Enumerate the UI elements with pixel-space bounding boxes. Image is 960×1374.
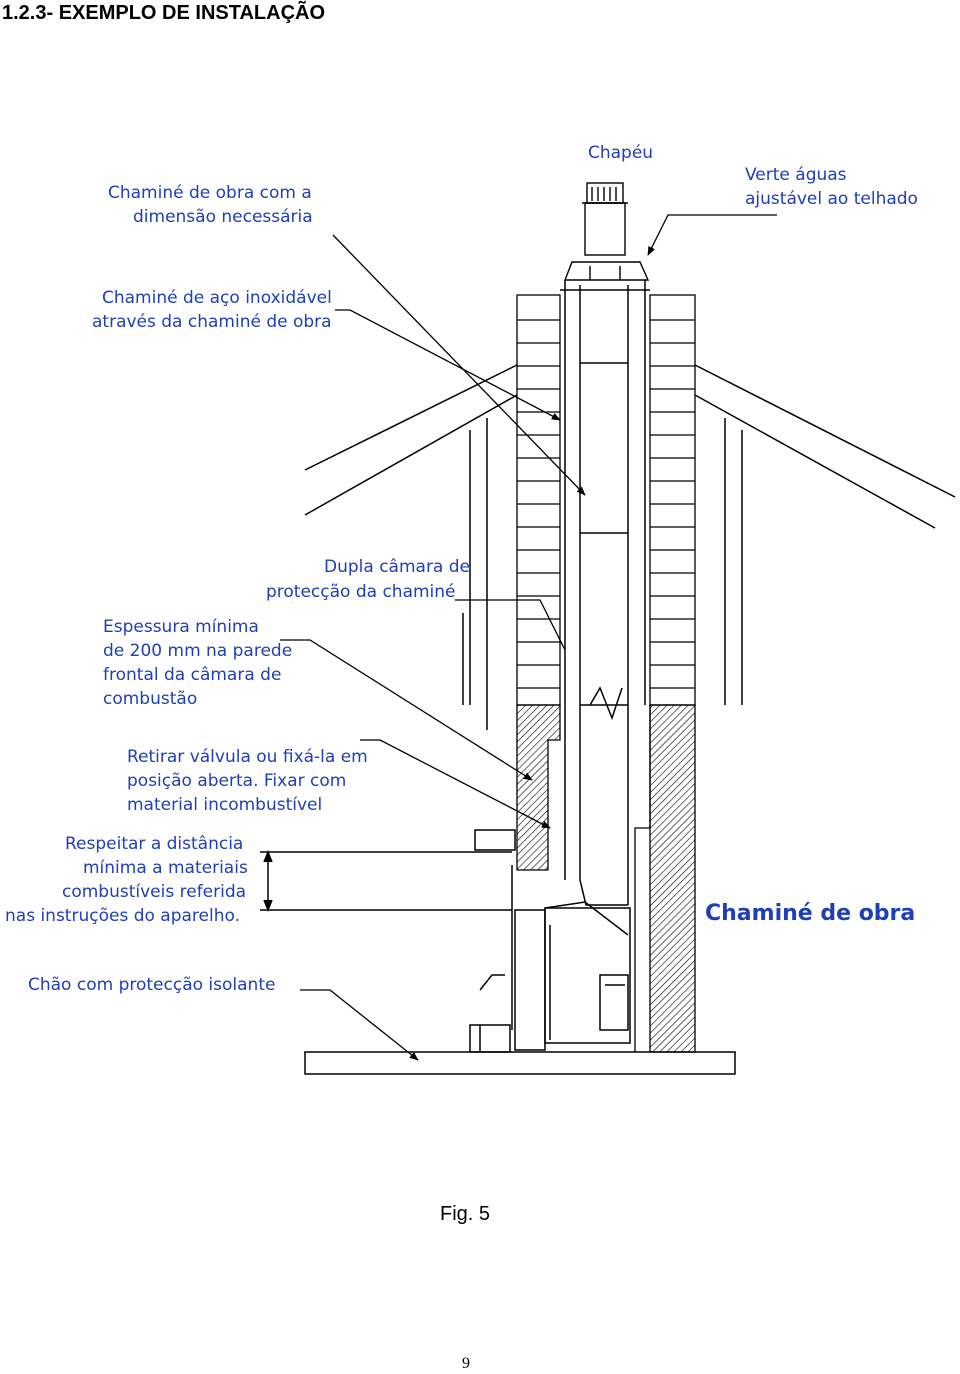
page-number: 9	[462, 1355, 470, 1372]
label-dupla-camara-2: protecção da chaminé	[266, 582, 456, 602]
label-respeitar-4: nas instruções do aparelho.	[5, 906, 240, 926]
label-chamine-aco-1: Chaminé de aço inoxidável	[102, 288, 332, 308]
hatched-chimney-walls	[516, 704, 696, 1053]
label-espessura-2: de 200 mm na parede	[103, 641, 292, 661]
label-dupla-camara-1: Dupla câmara de	[324, 557, 470, 577]
label-chamine-de-obra: Chaminé de obra	[705, 901, 915, 926]
figure-caption: Fig. 5	[440, 1203, 491, 1225]
brick-chimney	[516, 294, 696, 706]
leader-lines	[280, 214, 777, 1061]
label-chapeu: Chapéu	[588, 143, 653, 163]
label-chamine-obra-dim-1: Chaminé de obra com a	[108, 183, 312, 203]
floor-slab	[304, 1051, 736, 1075]
clearance-dimension	[260, 849, 512, 913]
label-chao: Chão com protecção isolante	[28, 975, 275, 995]
label-chamine-aco-2: através da chaminé de obra	[92, 312, 332, 332]
section-heading: 1.2.3- EXEMPLO DE INSTALAÇÃO	[2, 2, 326, 24]
label-respeitar-2: mínima a materiais	[83, 858, 248, 878]
label-espessura-1: Espessura mínima	[103, 617, 259, 637]
chimney-cap	[563, 182, 650, 281]
roof	[304, 364, 956, 730]
label-respeitar-1: Respeitar a distância	[65, 834, 243, 854]
label-verte-aguas-2: ajustável ao telhado	[745, 189, 918, 209]
steel-flue	[560, 280, 650, 906]
stove	[469, 829, 631, 1053]
label-respeitar-3: combustíveis referida	[62, 882, 246, 902]
label-espessura-3: frontal da câmara de	[103, 665, 281, 685]
label-verte-aguas-1: Verte águas	[745, 165, 847, 185]
label-espessura-4: combustão	[103, 689, 197, 709]
label-retirar-valvula-2: posição aberta. Fixar com	[127, 771, 346, 791]
label-chamine-obra-dim-2: dimensão necessária	[133, 207, 313, 227]
label-retirar-valvula-3: material incombustível	[127, 795, 322, 815]
label-retirar-valvula-1: Retirar válvula ou fixá-la em	[127, 747, 368, 767]
